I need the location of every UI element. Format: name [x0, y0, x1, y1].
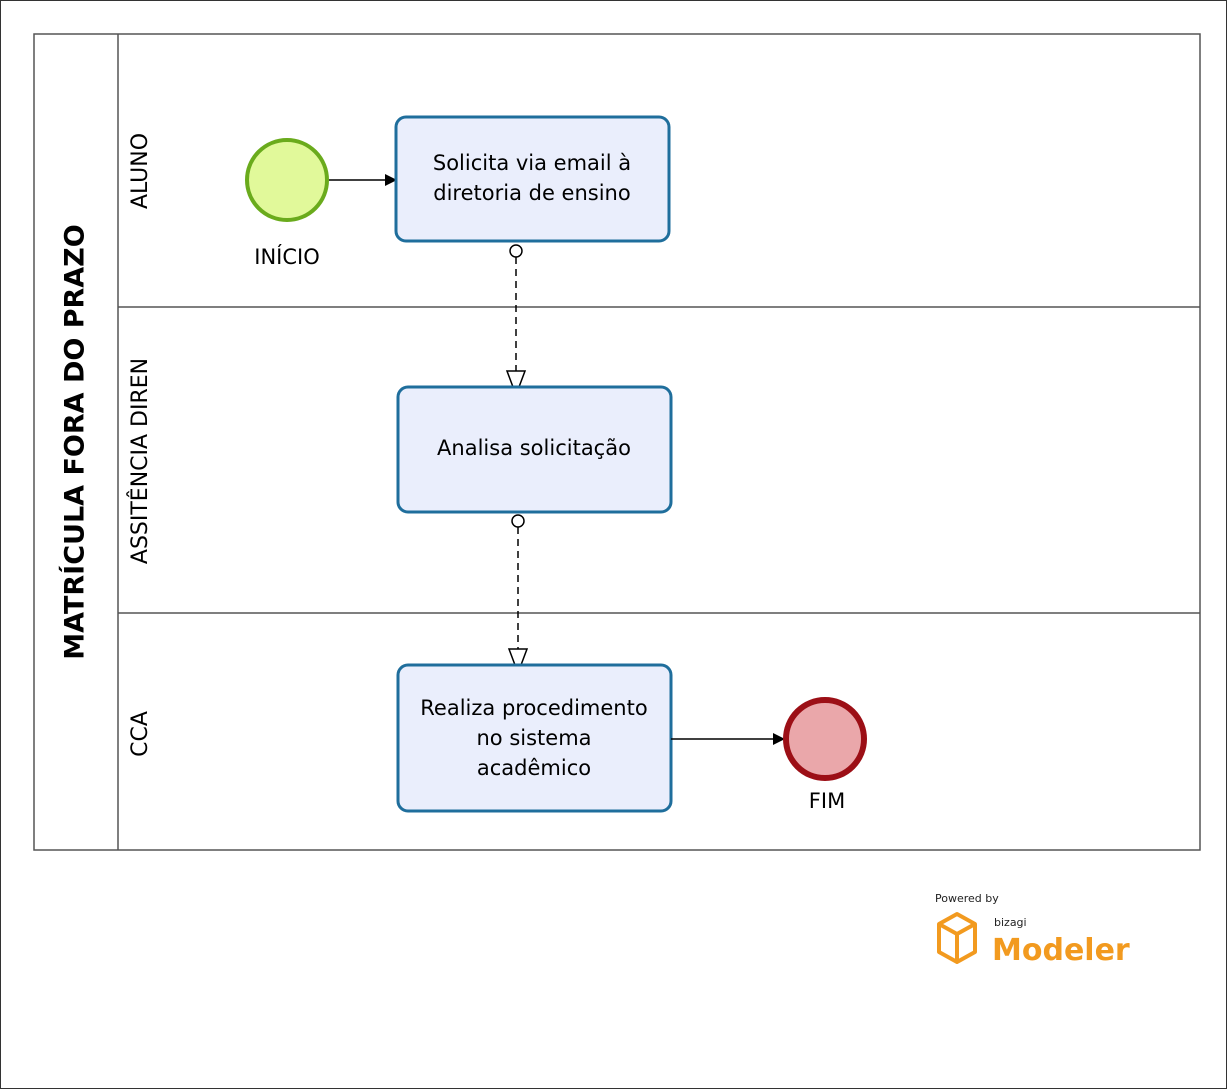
task-realiza-procedimento[interactable]: Realiza procedimento no sistema acadêmic…	[396, 663, 673, 813]
task-box	[394, 115, 671, 243]
lane-label-assistencia-diren: ASSITÊNCIA DIREN	[127, 358, 153, 564]
bizagi-branding: Powered by bizagi Modeler	[935, 892, 1130, 968]
message-flow-task1-to-task2	[505, 244, 527, 398]
message-flow-arrowhead	[507, 648, 529, 676]
powered-by-text: Powered by	[935, 892, 999, 905]
task-box	[396, 385, 673, 514]
message-flow-task2-to-task3	[507, 514, 529, 676]
message-flow-arrowhead	[505, 370, 527, 398]
task-box	[396, 663, 673, 813]
task-analisa-solicitacao[interactable]: Analisa solicitação	[396, 385, 673, 514]
task-label-line: Realiza procedimento	[420, 696, 647, 720]
task-solicita-email[interactable]: Solicita via email à diretoria de ensino	[394, 115, 671, 243]
start-event-label: INÍCIO	[254, 244, 319, 269]
message-flow-origin-circle	[511, 514, 525, 528]
task-label-line: Solicita via email à	[433, 151, 631, 175]
end-event-label: FIM	[809, 789, 845, 813]
start-event[interactable]	[245, 138, 329, 222]
lane-label-aluno: ALUNO	[128, 133, 153, 209]
task-label-line: acadêmico	[477, 756, 591, 780]
pool-title: MATRÍCULA FORA DO PRAZO	[59, 224, 91, 659]
lane-label-cca: CCA	[128, 711, 153, 757]
task-label-line: no sistema	[476, 726, 591, 750]
task-label-line: Analisa solicitação	[437, 436, 631, 460]
end-event[interactable]	[783, 697, 867, 781]
modeler-product-text: Modeler	[992, 933, 1130, 968]
task-label-line: diretoria de ensino	[433, 181, 630, 205]
bizagi-logo-icon	[937, 912, 977, 964]
message-flow-origin-circle	[509, 244, 523, 258]
bizagi-vendor-text: bizagi	[994, 916, 1027, 929]
